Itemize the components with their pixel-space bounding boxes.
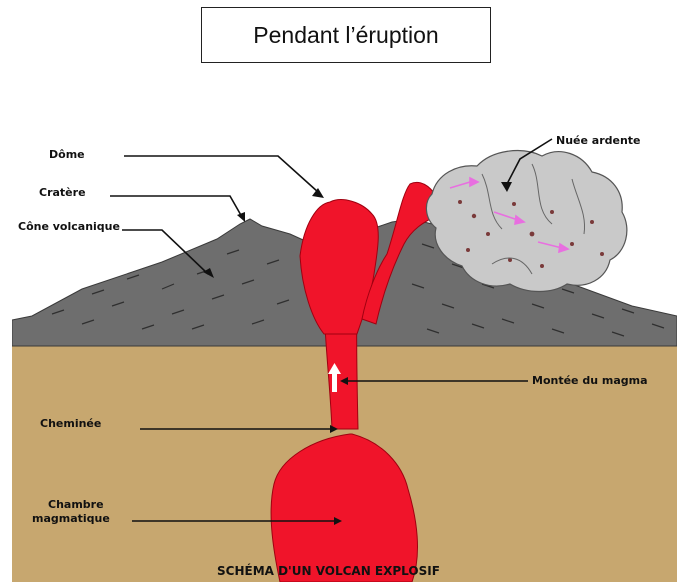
volcano-diagram: Dôme Cratère Cône volcanique Nuée ardent… bbox=[12, 84, 677, 582]
label-chambre-2: magmatique bbox=[32, 512, 110, 525]
label-cratere: Cratère bbox=[39, 186, 86, 199]
label-nuee: Nuée ardente bbox=[556, 134, 641, 147]
diagram-caption: SCHÉMA D'UN VOLCAN EXPLOSIF bbox=[217, 563, 440, 578]
page-title: Pendant l’éruption bbox=[201, 7, 491, 63]
label-cone: Cône volcanique bbox=[18, 220, 120, 233]
label-cheminee: Cheminée bbox=[40, 417, 101, 430]
label-chambre-1: Chambre bbox=[48, 498, 104, 511]
label-dome: Dôme bbox=[49, 148, 85, 161]
label-montee: Montée du magma bbox=[532, 374, 648, 387]
